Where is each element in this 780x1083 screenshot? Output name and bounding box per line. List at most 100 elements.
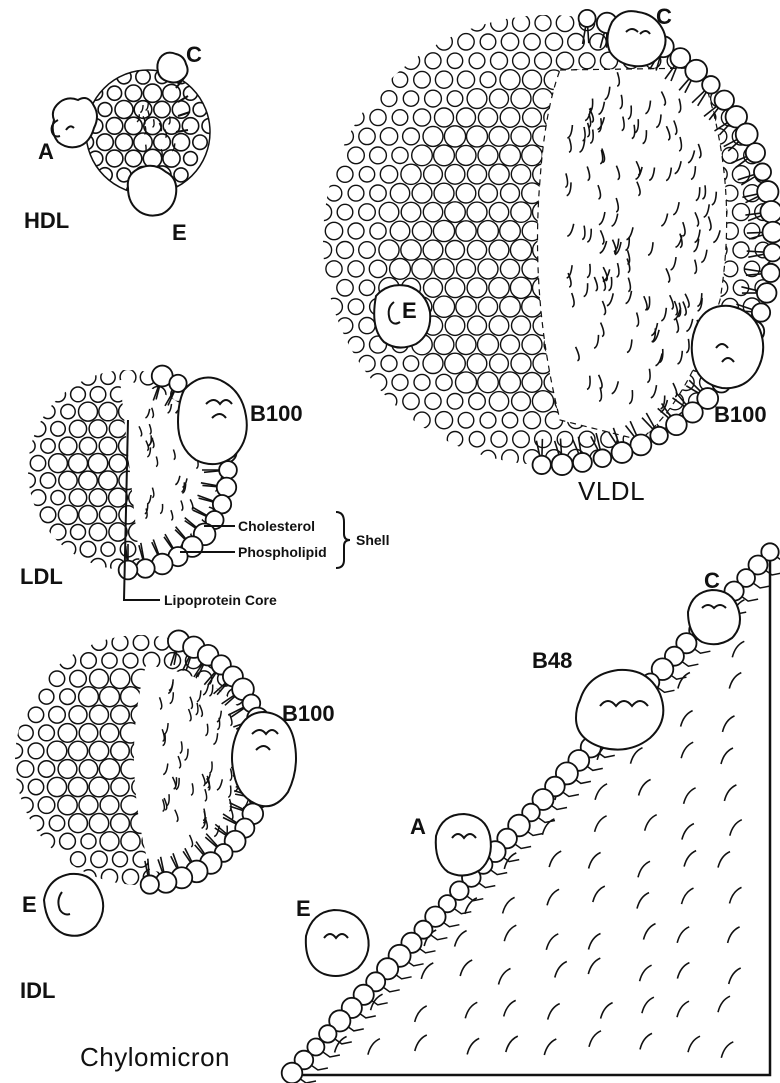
phospholipid-sphere: [424, 165, 443, 184]
phospholipid-sphere: [69, 706, 87, 724]
phospholipid-sphere: [370, 185, 386, 201]
core-dash: [589, 1031, 601, 1047]
phospholipid-sphere: [468, 316, 487, 335]
shell-bead: [760, 201, 780, 223]
chylo-apo-e-blob: [306, 910, 369, 976]
phospholipid-sphere: [348, 110, 364, 126]
phospholipid-sphere: [174, 168, 188, 182]
phospholipid-sphere: [337, 242, 354, 259]
phospholipid-sphere: [425, 53, 441, 69]
phospholipid-sphere: [414, 71, 431, 88]
core-dash: [457, 680, 469, 696]
phospholipid-sphere: [392, 72, 407, 87]
core-dash: [640, 1033, 652, 1049]
core-dash: [326, 781, 338, 797]
phospholipid-sphere: [106, 118, 123, 135]
phospholipid-sphere: [97, 134, 114, 151]
core-dash: [374, 854, 386, 870]
phospholipid-sphere: [379, 202, 399, 222]
phospholipid-sphere: [70, 670, 87, 687]
phospholipid-sphere: [478, 221, 499, 242]
core-dash: [631, 748, 643, 764]
core-dash: [460, 710, 472, 726]
phospholipid-sphere: [359, 167, 374, 182]
core-dash: [505, 714, 517, 730]
core-dash: [546, 934, 558, 950]
phospholipid-sphere: [423, 240, 443, 260]
phospholipid-sphere: [457, 108, 476, 127]
core-dash: [377, 672, 389, 688]
phospholipid-sphere: [435, 412, 452, 429]
phospholipid-sphere: [579, 53, 595, 69]
phospholipid-sphere: [489, 278, 509, 298]
core-dash: [721, 1042, 733, 1058]
shell-bead: [764, 244, 780, 262]
phospholipid-sphere: [90, 387, 106, 403]
core-dash: [547, 889, 559, 905]
core-dash: [324, 895, 336, 911]
phospholipid-sphere: [111, 814, 130, 833]
phospholipid-sphere: [370, 147, 387, 164]
core-dash: [730, 820, 742, 836]
core-dash: [678, 673, 690, 689]
phospholipid-sphere: [193, 103, 207, 117]
shell-bead: [650, 427, 668, 445]
phospholipid-sphere: [568, 34, 585, 51]
phospholipid-sphere: [79, 437, 96, 454]
phospholipid-sphere: [28, 707, 43, 722]
hdl-apo-e-blob: [128, 166, 177, 216]
core-dash: [503, 897, 515, 913]
shell-bead: [702, 76, 720, 94]
shell-bead: [136, 559, 155, 578]
phospholipid-sphere: [99, 506, 116, 523]
core-dash: [543, 714, 555, 730]
phospholipid-sphere: [90, 559, 106, 575]
phospholipid-sphere: [58, 795, 77, 814]
core-dash: [512, 606, 524, 622]
core-dash: [504, 1000, 516, 1016]
phospholipid-sphere: [115, 101, 133, 119]
phospholipid-sphere: [469, 393, 486, 410]
core-dash: [728, 927, 740, 943]
phospholipid-sphere: [433, 220, 454, 241]
core-dash: [333, 743, 345, 759]
phospholipid-sphere: [337, 280, 353, 296]
phospholipid-sphere: [125, 150, 142, 167]
core-dash: [593, 886, 605, 902]
core-dash: [688, 1036, 700, 1052]
core-dash: [455, 931, 467, 947]
idl-label-e: E: [22, 892, 37, 917]
phospholipid-sphere: [513, 431, 530, 448]
phospholipid-sphere: [513, 52, 530, 69]
phospholipid-sphere: [490, 89, 509, 108]
chylo-label-a: A: [410, 814, 426, 839]
phospholipid-sphere: [79, 687, 99, 707]
phospholipid-sphere: [30, 490, 46, 506]
phospholipid-sphere: [402, 52, 419, 69]
phospholipid-sphere: [38, 797, 55, 814]
phospholipid-sphere: [435, 71, 452, 88]
vldl-label-c: C: [656, 4, 672, 29]
core-dash: [595, 784, 607, 800]
phospholipid-sphere: [51, 387, 66, 402]
phospholipid-sphere: [348, 261, 364, 277]
phospholipid-sphere: [69, 489, 86, 506]
phospholipid-sphere: [38, 761, 54, 777]
core-dash: [469, 780, 481, 796]
phospholipid-sphere: [109, 420, 126, 437]
phospholipid-sphere: [59, 471, 77, 489]
phospholipid-sphere: [456, 183, 476, 203]
phospholipid-sphere: [115, 134, 132, 151]
shell-bead: [141, 875, 159, 893]
phospholipid-sphere: [444, 126, 465, 147]
phospholipid-sphere: [523, 70, 542, 89]
phospholipid-sphere: [435, 108, 454, 127]
core-dash: [721, 748, 733, 764]
chylo-label-c: C: [704, 568, 720, 593]
phospholipid-sphere: [359, 280, 374, 295]
shell-bead: [757, 181, 778, 202]
phospholipid-sphere: [457, 71, 474, 88]
phospholipid-sphere: [143, 84, 161, 102]
phospholipid-sphere: [172, 134, 189, 151]
